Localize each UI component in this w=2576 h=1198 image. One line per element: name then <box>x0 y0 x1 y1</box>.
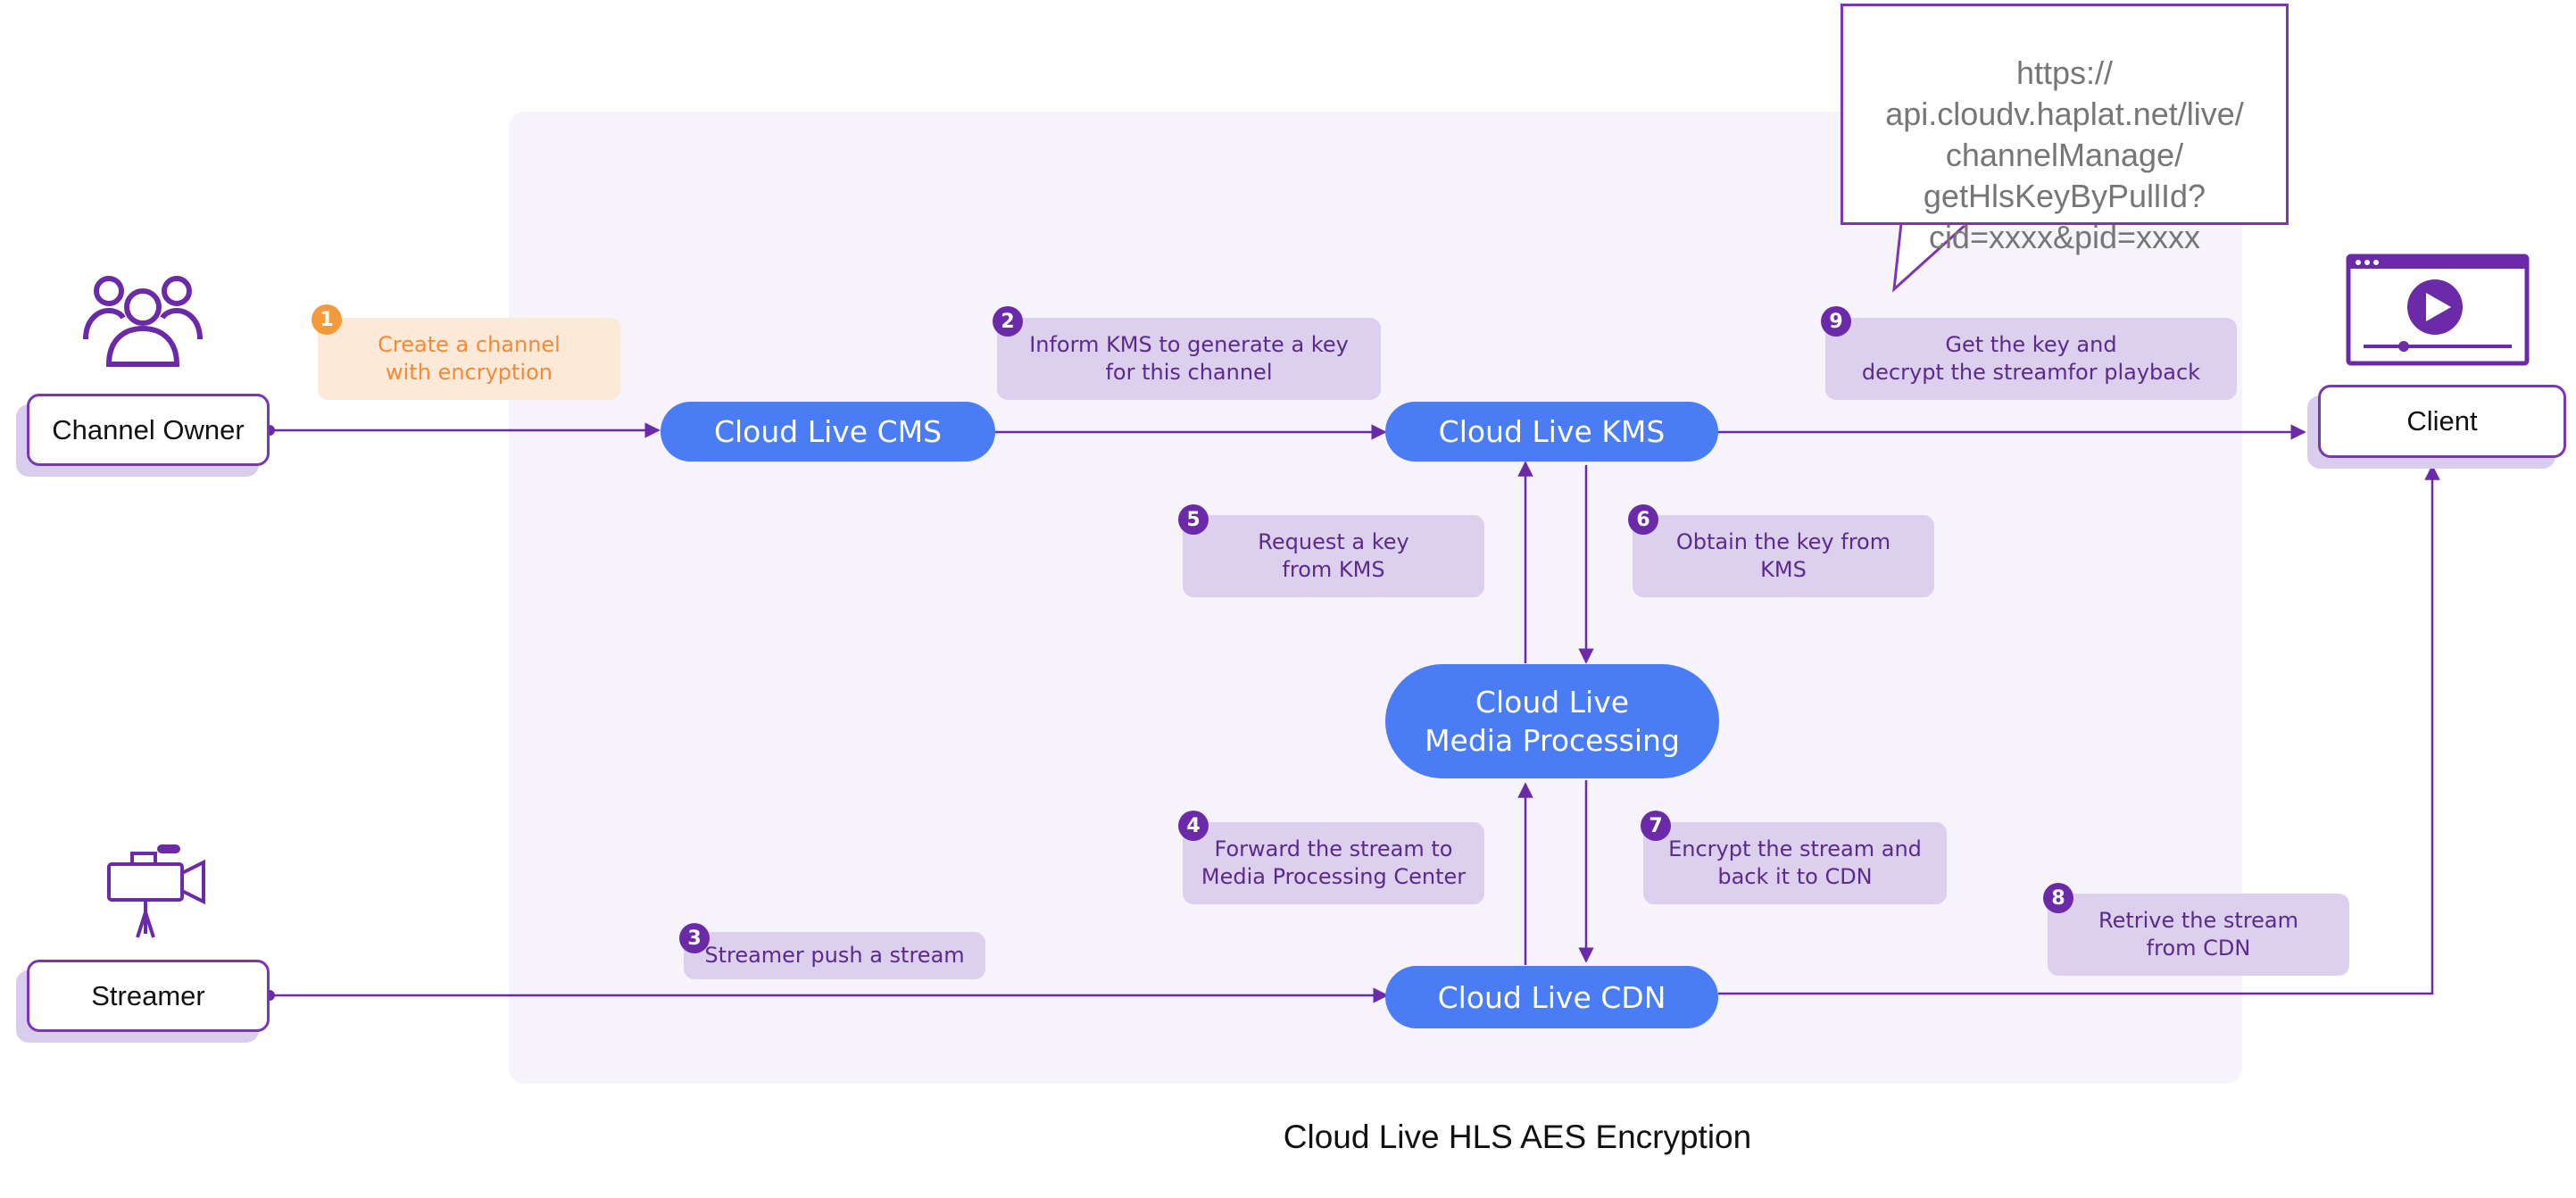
step-8-badge: 8 <box>2043 883 2073 913</box>
media-processing-label: Cloud Live Media Processing <box>1425 685 1680 758</box>
step-5-badge: 5 <box>1178 504 1209 535</box>
video-player-icon <box>2346 254 2530 366</box>
step-9-badge: 9 <box>1821 306 1851 337</box>
step-1-badge: 1 <box>312 304 342 335</box>
arrow-cdn-to-client <box>1718 464 2440 995</box>
step-1-text: Create a channel with encryption <box>378 332 561 385</box>
cms-label: Cloud Live CMS <box>713 414 943 449</box>
step-3-text: Streamer push a stream <box>704 943 965 968</box>
streamer-label: Streamer <box>91 979 205 1011</box>
step-4-text: Forward the stream to Media Processing C… <box>1201 836 1467 889</box>
step-6-badge: 6 <box>1628 504 1658 535</box>
step-5-text: Request a key from KMS <box>1258 529 1409 582</box>
step-7-badge: 7 <box>1641 811 1671 841</box>
step-3-badge: 3 <box>679 923 710 953</box>
step-8-tag: Retrive the stream from CDN <box>2048 894 2349 976</box>
step-5-tag: Request a key from KMS <box>1183 515 1484 597</box>
channel-owner-box: Channel Owner <box>27 394 270 466</box>
key-url-text: https:// api.cloudv.haplat.net/live/ cha… <box>1885 54 2244 255</box>
cloud-live-kms: Cloud Live KMS <box>1385 402 1718 462</box>
cloud-live-cms: Cloud Live CMS <box>661 402 995 462</box>
step-9-tag: Get the key and decrypt the streamfor pl… <box>1825 318 2237 400</box>
step-7-tag: Encrypt the stream and back it to CDN <box>1643 822 1947 904</box>
step-9-text: Get the key and decrypt the streamfor pl… <box>1861 332 2201 385</box>
key-url-callout: https:// api.cloudv.haplat.net/live/ cha… <box>1841 4 2289 255</box>
step-2-tag: Inform KMS to generate a key for this ch… <box>997 318 1381 400</box>
step-8-text: Retrive the stream from CDN <box>2098 908 2299 961</box>
callout-pointer <box>1892 223 1969 293</box>
cloud-live-media-processing: Cloud Live Media Processing <box>1385 664 1719 778</box>
client-label: Client <box>2406 405 2478 437</box>
step-2-badge: 2 <box>993 306 1023 337</box>
cloud-live-cdn: Cloud Live CDN <box>1385 966 1718 1028</box>
step-6-tag: Obtain the key from KMS <box>1633 515 1934 597</box>
channel-owner-label: Channel Owner <box>52 413 245 445</box>
camera-icon <box>107 844 205 938</box>
cloud-live-region <box>509 112 2242 1084</box>
streamer-box: Streamer <box>27 960 270 1032</box>
step-2-text: Inform KMS to generate a key for this ch… <box>1029 332 1349 385</box>
step-4-tag: Forward the stream to Media Processing C… <box>1183 822 1484 904</box>
users-icon <box>83 276 203 367</box>
step-3-tag: Streamer push a stream <box>684 932 985 979</box>
step-7-text: Encrypt the stream and back it to CDN <box>1668 836 1922 889</box>
kms-label: Cloud Live KMS <box>1438 414 1666 449</box>
step-6-text: Obtain the key from KMS <box>1675 529 1891 582</box>
diagram-caption: Cloud Live HLS AES Encryption <box>1283 1119 1752 1155</box>
client-box: Client <box>2318 385 2566 458</box>
step-4-badge: 4 <box>1178 811 1209 841</box>
step-1-tag: Create a channel with encryption <box>318 318 620 400</box>
cdn-label: Cloud Live CDN <box>1437 979 1666 1015</box>
